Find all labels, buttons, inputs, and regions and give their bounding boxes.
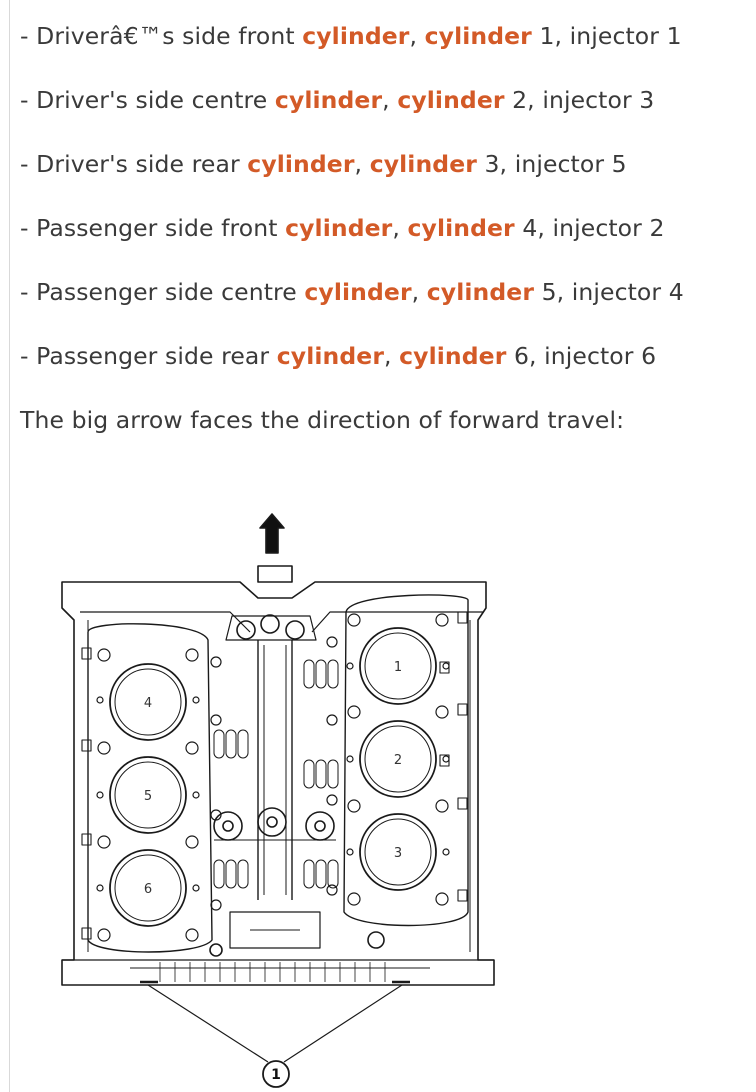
keyword-cylinder: cylinder <box>369 150 477 178</box>
line-separator: , <box>409 22 425 50</box>
caption: The big arrow faces the direction of for… <box>20 406 625 434</box>
cylinder-label: 2 <box>394 753 402 768</box>
engine-block-diagram: 4 5 6 1 2 3 1 <box>40 505 520 1092</box>
line-separator: , <box>384 342 400 370</box>
line-separator: , <box>392 214 408 242</box>
list-item: - Driver's side rear cylinder, cylinder … <box>20 149 627 179</box>
list-item: - Passenger side front cylinder, cylinde… <box>20 213 665 243</box>
cylinder-label: 1 <box>394 660 402 675</box>
left-border-rule <box>9 0 10 1092</box>
keyword-cylinder: cylinder <box>399 342 507 370</box>
cylinder-label: 3 <box>394 846 402 861</box>
keyword-cylinder: cylinder <box>247 150 355 178</box>
line-prefix: - Driver's side rear <box>20 150 248 178</box>
keyword-cylinder: cylinder <box>424 22 532 50</box>
list-item: - Passenger side rear cylinder, cylinder… <box>20 341 656 371</box>
keyword-cylinder: cylinder <box>407 214 515 242</box>
cylinder-label: 6 <box>144 882 152 897</box>
line-prefix: - Driverâ€™s side front <box>20 22 303 50</box>
callout-leader-lines <box>147 984 403 1063</box>
line-suffix: 5, injector 4 <box>534 278 684 306</box>
line-separator: , <box>354 150 370 178</box>
callout-number: 1 <box>271 1067 281 1083</box>
cylinder-label: 5 <box>144 789 152 804</box>
line-suffix: 3, injector 5 <box>476 150 627 178</box>
line-suffix: 1, injector 1 <box>531 22 682 50</box>
forward-arrow-icon <box>259 513 285 554</box>
line-suffix: 2, injector 3 <box>504 86 655 114</box>
line-separator: , <box>411 278 427 306</box>
keyword-cylinder: cylinder <box>276 342 385 370</box>
line-prefix: - Passenger side rear <box>20 342 277 370</box>
engine-block-svg: 4 5 6 1 2 3 1 <box>61 513 495 1088</box>
keyword-cylinder: cylinder <box>274 86 383 114</box>
line-prefix: - Passenger side centre <box>20 278 305 306</box>
keyword-cylinder: cylinder <box>285 214 393 242</box>
line-prefix: - Driver's side centre <box>20 86 275 114</box>
list-item: - Driver's side centre cylinder, cylinde… <box>20 85 654 115</box>
line-prefix: - Passenger side front <box>20 214 286 242</box>
line-suffix: 6, injector 6 <box>506 342 657 370</box>
keyword-cylinder: cylinder <box>426 278 535 306</box>
line-suffix: 4, injector 2 <box>514 214 665 242</box>
keyword-cylinder: cylinder <box>302 22 410 50</box>
keyword-cylinder: cylinder <box>304 278 412 306</box>
callout-bubble: 1 <box>262 1060 290 1088</box>
line-separator: , <box>382 86 398 114</box>
list-item: - Passenger side centre cylinder, cylind… <box>20 277 684 307</box>
keyword-cylinder: cylinder <box>397 86 505 114</box>
cylinder-label: 4 <box>144 696 152 711</box>
list-item: - Driverâ€™s side front cylinder, cylind… <box>20 21 682 51</box>
